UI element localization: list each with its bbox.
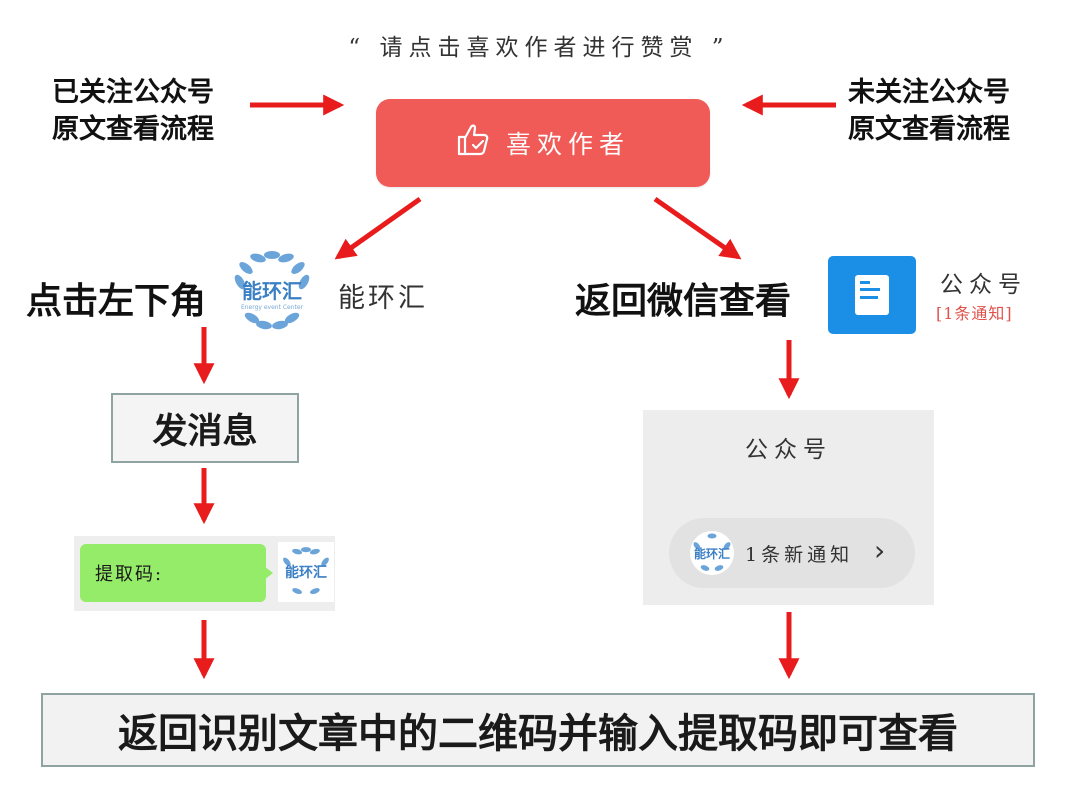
like-author-button[interactable]: 喜欢作者 <box>376 99 710 187</box>
left-step-label: 点击左下角 <box>26 281 207 322</box>
unfollowed-label-line1: 未关注公众号 <box>848 77 1010 108</box>
notice-avatar: 能环汇 <box>690 531 734 575</box>
arrow-button-to-right-branch <box>653 196 742 260</box>
final-instruction: 返回识别文章中的二维码并输入提取码即可查看 <box>41 693 1035 767</box>
notification-badge: [1条通知] <box>936 304 1013 323</box>
logo-text: 能环汇 <box>242 279 302 303</box>
top-prompt: “ 请点击喜欢作者进行赞赏 ” <box>348 35 730 61</box>
followed-label-line1: 已关注公众号 <box>52 77 214 108</box>
right-step-label: 返回微信查看 <box>575 281 792 322</box>
like-author-label: 喜欢作者 <box>505 130 630 159</box>
followed-label: 已关注公众号 原文查看流程 <box>52 74 214 148</box>
notice-panel-title: 公众号 <box>745 437 832 463</box>
logo-subtext: Energy event Center <box>241 304 304 311</box>
send-message-button[interactable]: 发消息 <box>111 393 299 463</box>
avatar: 能环汇 <box>278 542 334 602</box>
thumbs-up-icon <box>456 123 492 163</box>
avatar-text: 能环汇 <box>285 564 327 581</box>
chat-bubble-tail <box>264 566 273 580</box>
chat-bubble: 提取码: <box>80 544 266 602</box>
chevron-right-icon[interactable]: › <box>874 534 886 567</box>
notice-avatar-text: 能环汇 <box>694 546 730 561</box>
unfollowed-label-line2: 原文查看流程 <box>848 114 1010 145</box>
arrow-button-to-left-branch <box>334 196 422 260</box>
nenghuanhui-logo[interactable]: 能环汇 Energy event Center <box>228 248 316 336</box>
followed-label-line2: 原文查看流程 <box>52 114 214 145</box>
unfollowed-label: 未关注公众号 原文查看流程 <box>848 74 1010 148</box>
official-account-label: 公众号 <box>940 272 1027 298</box>
brand-name: 能环汇 <box>338 283 428 314</box>
new-notice-text: 1条新通知 <box>745 544 854 566</box>
official-account-icon[interactable] <box>828 256 916 334</box>
